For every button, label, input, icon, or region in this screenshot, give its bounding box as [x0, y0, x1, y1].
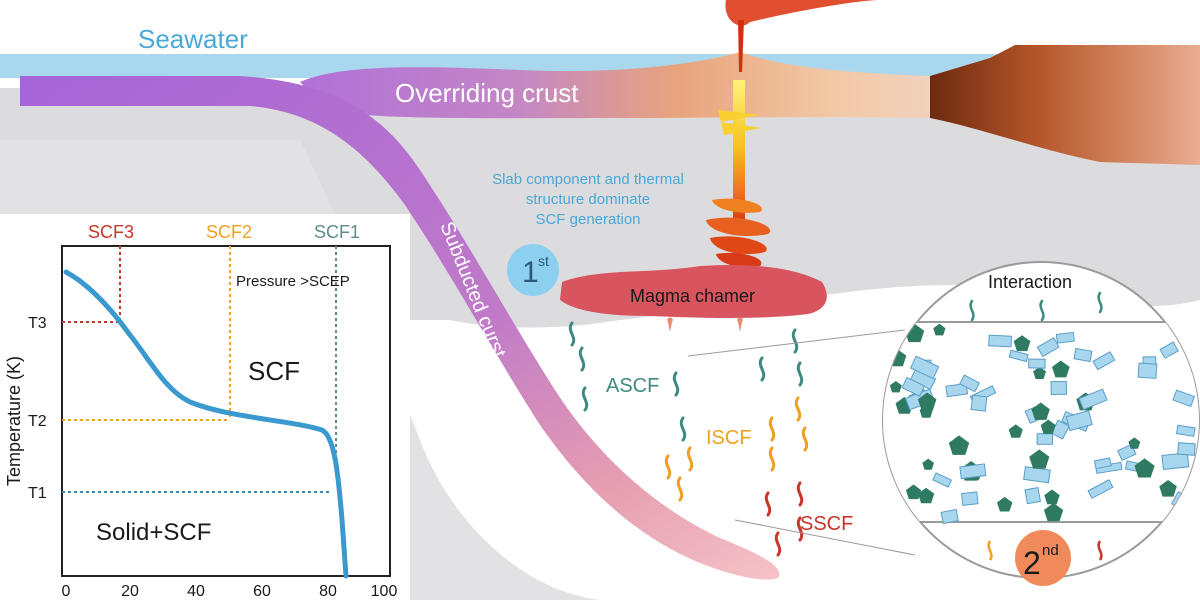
mineral-particle	[1175, 424, 1196, 437]
scf2-marker: SCF2	[206, 222, 252, 242]
overriding-crust	[300, 52, 930, 119]
zoom-leader-bottom	[734, 519, 916, 556]
fluid-particles	[888, 323, 1196, 525]
mineral-particle	[1161, 452, 1190, 470]
magma-droplets	[667, 317, 743, 332]
scf1-marker: SCF1	[314, 222, 360, 242]
mineral-particle	[1137, 362, 1158, 379]
melt-particle	[1029, 449, 1050, 469]
x-tick-40: 40	[187, 583, 205, 600]
melt-particle	[922, 458, 934, 470]
mineral-particle	[1093, 457, 1112, 470]
seawater-label: Seawater	[138, 24, 248, 54]
melt-particle	[1134, 458, 1155, 478]
melt-particle	[1031, 402, 1050, 420]
mineral-particle	[1008, 349, 1029, 363]
y-tick-t2: T2	[28, 413, 47, 430]
mineral-particle	[970, 394, 988, 412]
slab-note-line-1: Slab component and thermal	[492, 171, 684, 188]
scf3-marker: SCF3	[88, 222, 134, 242]
melt-particle	[1033, 366, 1046, 379]
mineral-particle	[945, 382, 969, 398]
interaction-zoom-circle: Interaction	[882, 261, 1200, 579]
mineral-particle	[1055, 331, 1075, 344]
mineral-particle	[1036, 337, 1060, 358]
x-tick-60: 60	[253, 583, 271, 600]
x-tick-20: 20	[121, 583, 139, 600]
phase-curve	[63, 269, 349, 579]
slab-note-line-3: SCF generation	[535, 211, 640, 228]
magma-chamber-label: Magma chamer	[630, 286, 755, 306]
svg-text:1: 1	[522, 256, 539, 289]
mineral-particle	[959, 463, 987, 480]
sscf-fluids	[764, 481, 804, 557]
mineral-particle	[961, 491, 979, 506]
svg-text:st: st	[538, 253, 549, 269]
y-axis-label: Temperature (K)	[4, 356, 24, 486]
mineral-particle	[1159, 341, 1179, 359]
overriding-crust-label: Overriding crust	[395, 78, 579, 108]
mineral-particle	[959, 374, 981, 393]
melt-particle	[997, 496, 1013, 512]
subducted-slab	[20, 76, 780, 580]
mineral-particle	[1028, 358, 1046, 369]
pressure-note: Pressure >SCEP	[236, 273, 350, 290]
mineral-particle	[940, 508, 959, 525]
solid-scf-region-label: Solid+SCF	[96, 519, 211, 546]
x-tick-0: 0	[62, 583, 71, 600]
mineral-particle	[1078, 388, 1108, 411]
zoom-leader-top	[687, 329, 906, 357]
mineral-particle	[909, 355, 940, 380]
y-tick-t3: T3	[28, 315, 47, 332]
iscf-label: ISCF	[706, 427, 752, 449]
mineral-particle	[1024, 486, 1042, 505]
x-tick-80: 80	[319, 583, 337, 600]
melt-particle	[1008, 424, 1023, 438]
magma-conduit	[706, 80, 771, 268]
ascf-label: ASCF	[606, 375, 659, 397]
mineral-particle	[1092, 351, 1116, 371]
melt-particle	[1013, 335, 1031, 352]
interaction-label: Interaction	[988, 272, 1072, 292]
melt-particle	[1043, 503, 1064, 522]
first-stage-badge: 1 st	[507, 244, 559, 296]
sscf-label: SSCF	[800, 513, 853, 535]
second-stage-badge: 2 nd	[1015, 530, 1071, 586]
slab-note-line-2: structure dominate	[526, 191, 650, 208]
melt-particle	[1159, 480, 1177, 497]
melt-particle	[1040, 419, 1056, 434]
scf-region-label: SCF	[248, 356, 300, 386]
iscf-fluids	[664, 396, 809, 502]
ascf-fluids	[568, 321, 804, 442]
svg-text:2: 2	[1023, 545, 1041, 581]
mineral-particle	[901, 376, 926, 397]
svg-text:nd: nd	[1042, 542, 1059, 559]
eruption-stem	[738, 20, 744, 72]
melt-particle	[917, 392, 937, 411]
melt-particle	[933, 323, 946, 336]
mineral-particle	[1050, 380, 1068, 395]
melt-particle	[905, 484, 922, 500]
melt-particle	[1052, 360, 1070, 378]
mineral-particle	[1087, 479, 1114, 499]
mineral-particle	[1036, 433, 1054, 445]
volcanic-arc-crust	[930, 45, 1200, 165]
melt-particle	[918, 487, 935, 504]
mineral-particle	[988, 334, 1013, 348]
melt-particle	[889, 381, 902, 393]
mineral-particle	[932, 472, 953, 488]
phase-diagram-inset: Temperature (K) SCF3 SCF2 SCF1 T3 T2 T1 …	[0, 214, 410, 600]
magma-chamber	[560, 264, 827, 318]
x-tick-100: 100	[371, 583, 398, 600]
mineral-particle	[1073, 347, 1093, 363]
melt-particle	[1044, 489, 1060, 505]
y-tick-t1: T1	[28, 485, 47, 502]
mineral-particle	[1177, 442, 1196, 456]
mineral-particle	[1065, 410, 1093, 432]
mineral-particle	[1172, 389, 1195, 408]
eruption-plume	[725, 0, 880, 26]
melt-particle	[948, 435, 970, 455]
melt-particle	[1128, 437, 1141, 449]
